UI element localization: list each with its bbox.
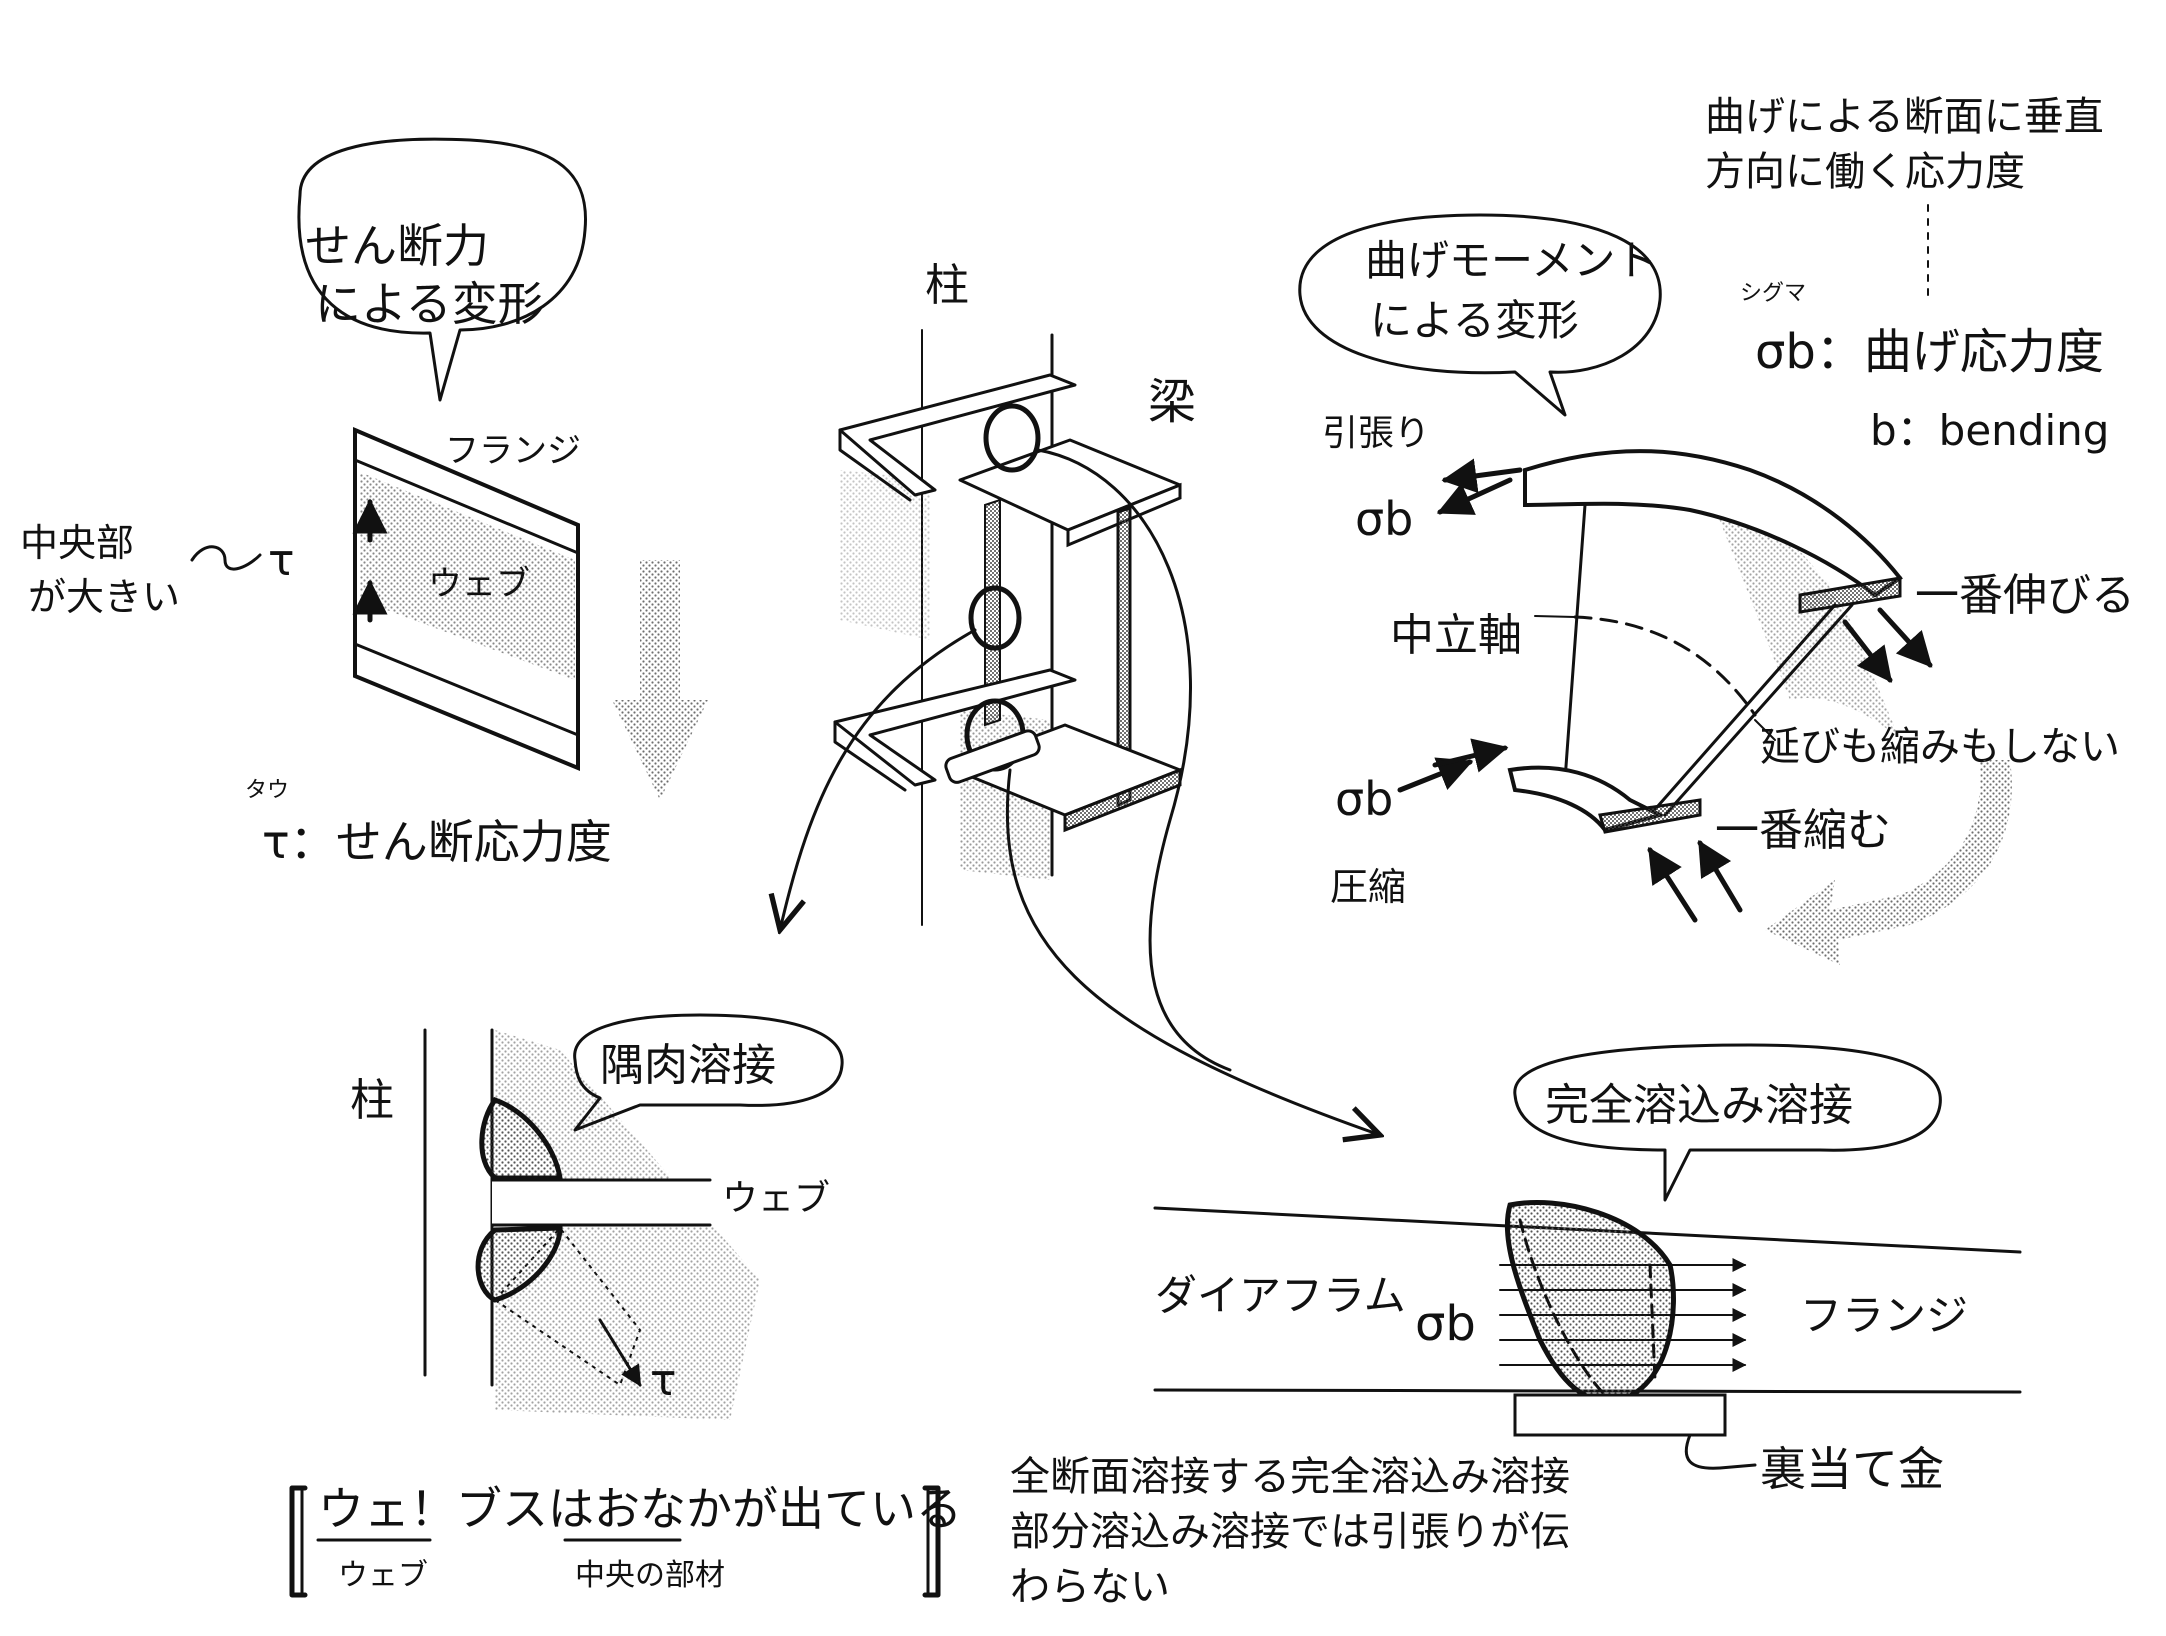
shear-down-arrow	[612, 560, 708, 800]
fillet-web-white	[492, 1180, 710, 1225]
bent-web-right	[1648, 603, 1837, 817]
footnote-line2: 部分溶込み溶接では引張りが伝	[1010, 1509, 1570, 1555]
leader-to-fullpen-1	[1036, 448, 1232, 1072]
tension-arrow-1	[1436, 477, 1513, 515]
tension-label: 引張り	[1322, 413, 1430, 454]
fullpen-flange-label: フランジ	[1800, 1291, 1968, 1340]
mnemonic-bracket-left	[289, 1485, 308, 1598]
shear-center-tau: τ	[268, 535, 295, 586]
leader-to-fillet	[780, 628, 977, 930]
fillet-tau-arrow	[598, 1318, 642, 1387]
fillet-web-label: ウェブ	[722, 1178, 830, 1219]
connection-iso: 柱 梁	[780, 260, 1380, 1135]
weld-bead-bottom	[944, 729, 1041, 784]
beam-web-back	[984, 498, 1001, 727]
weld-circle-web	[968, 585, 1022, 651]
backing-label: 裏当て金	[1760, 1442, 1944, 1496]
mnemonic-sub-web: ウェブ	[338, 1558, 428, 1593]
shear-center-note-1: 中央部	[20, 521, 134, 565]
neutral-axis-arc	[1573, 615, 1757, 717]
bending-definition: b：bending	[1870, 406, 2109, 455]
comp-arrow-1	[1397, 757, 1474, 793]
column-shade-upper	[840, 470, 930, 640]
fullpen-bubble-label: 完全溶込み溶接	[1545, 1080, 1853, 1131]
shear-bubble-line2: による変形	[315, 277, 544, 331]
fillet-stress-cone	[493, 1226, 642, 1387]
stretch-arrow-1	[1842, 619, 1893, 683]
comp-arrow-3	[1647, 847, 1698, 923]
fullpen-weld-dashed-right	[1648, 1263, 1657, 1382]
no-change-leader	[1754, 719, 1776, 741]
fullpen-sigma: σb	[1415, 1296, 1476, 1352]
footnote-line1: 全断面溶接する完全溶込み溶接	[1010, 1454, 1570, 1500]
sigma-ruby: シグマ	[1740, 281, 1806, 306]
bent-bottom-flange-side	[1598, 798, 1702, 834]
mnemonic-box: ウェ！ブスはおなかが出ている ウェブ 中央の部材	[289, 1482, 962, 1598]
leader-to-fullpen-2	[1005, 768, 1380, 1135]
fillet-detail: 柱 τ ウェブ 隅肉溶接	[350, 1013, 844, 1420]
moment-bubble-line1: 曲げモーメント	[1365, 236, 1657, 285]
moment-curl-arrow	[1765, 760, 2012, 965]
shear-stress-label: τ：せん断応力度	[262, 815, 612, 869]
diaphragm-label: ダイアフラム	[1155, 1271, 1406, 1320]
mnemonic-main: ウェ！ブスはおなかが出ている	[318, 1482, 962, 1536]
moment-bubble	[1298, 213, 1662, 417]
bottom-diaphragm-edge	[833, 720, 907, 792]
sigma-compression: σb	[1335, 772, 1393, 826]
compression-label: 圧縮	[1330, 865, 1406, 909]
moment-bubble-line2: による変形	[1370, 296, 1579, 345]
iso-beam-label: 梁	[1148, 374, 1196, 430]
footnote: 全断面溶接する完全溶込み溶接 部分溶込み溶接では引張りが伝 わらない	[1010, 1454, 1570, 1610]
no-change-label: 延びも縮みもしない	[1760, 724, 2120, 770]
shear-web-dots	[360, 472, 575, 680]
shear-bubble-line1: せん断力	[305, 219, 489, 273]
moment-diagram: 曲げによる断面に垂直 方向に働く応力度 曲げモーメント による変形 シグマ σb…	[1298, 94, 2135, 965]
backing-plate	[1513, 1393, 1727, 1437]
most-shrink-label: 一番縮む	[1715, 805, 1891, 856]
shear-tau-ruby: タウ	[245, 778, 289, 803]
tension-arrow-2	[1441, 458, 1523, 494]
sigma-stress-arrows	[1499, 1258, 1747, 1372]
neutral-axis-label: 中立軸	[1390, 610, 1522, 661]
shear-top-flange-line	[353, 458, 580, 555]
stretch-arrow-2	[1877, 607, 1933, 668]
shear-diagram: せん断力 による変形 フランジ ウェブ 中央部 が大きい τ タウ τ：せん断応…	[20, 137, 708, 869]
fillet-bubble-label: 隅肉溶接	[600, 1040, 776, 1091]
fillet-bubble	[573, 1013, 844, 1132]
moment-note-2: 方向に働く応力度	[1705, 149, 2025, 195]
sigma-definition: σb：曲げ応力度	[1755, 324, 2104, 380]
sigma-tension: σb	[1355, 492, 1413, 546]
neutral-axis-leader	[1534, 615, 1576, 618]
fillet-column-label: 柱	[350, 1075, 394, 1126]
backing-leader	[1684, 1433, 1757, 1470]
shear-bottom-flange-line	[353, 642, 580, 737]
comp-arrow-4	[1697, 839, 1743, 913]
mnemonic-bracket-right	[922, 1485, 941, 1598]
comp-arrow-2	[1432, 738, 1509, 773]
bent-web-right2	[1663, 603, 1854, 817]
bent-web-left	[1563, 503, 1587, 782]
bent-top-flange-side	[1798, 576, 1902, 614]
shear-bubble	[297, 137, 588, 402]
shear-center-squiggle	[190, 545, 262, 571]
top-diaphragm-edge	[838, 428, 912, 502]
bottom-diaphragm	[833, 668, 1077, 787]
shear-flange-label: フランジ	[445, 431, 581, 471]
mnemonic-sub-center: 中央の部材	[575, 1558, 725, 1593]
weld-circle-top	[983, 403, 1041, 473]
fillet-weld-top	[479, 1097, 563, 1181]
top-diaphragm	[838, 373, 1077, 497]
shear-web-label: ウェブ	[428, 564, 530, 604]
fullpen-detail: 完全溶込み溶接 裏当て金 ダイアフラム σb フランジ	[1153, 1043, 2022, 1496]
footnote-line3: わらない	[1010, 1564, 1170, 1610]
iso-column-label: 柱	[925, 260, 969, 311]
moment-note-1: 曲げによる断面に垂直	[1705, 94, 2104, 140]
fullpen-bubble	[1513, 1043, 1942, 1202]
most-stretch-label: 一番伸びる	[1915, 570, 2135, 621]
fillet-tau-label: τ	[650, 1355, 677, 1406]
shear-center-note-2: が大きい	[28, 575, 180, 619]
fullpen-weld-dashed	[1518, 1218, 1607, 1397]
